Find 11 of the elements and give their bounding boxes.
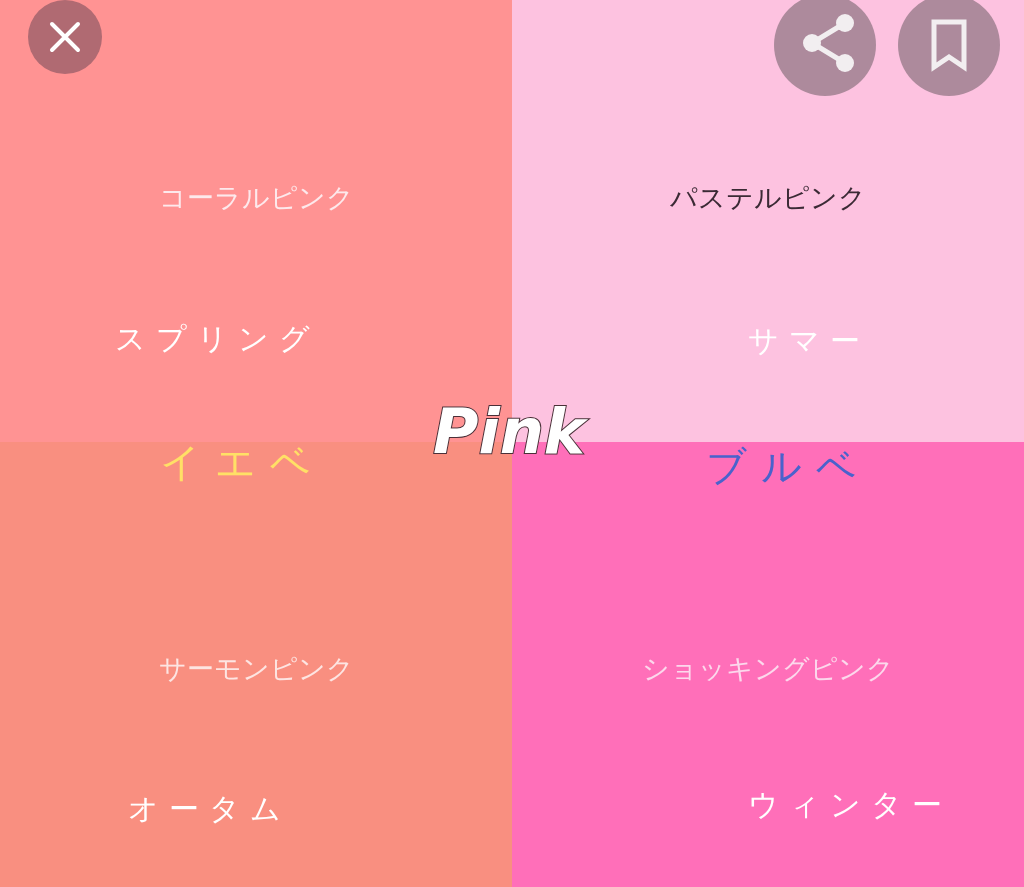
color-name: パステルピンク bbox=[670, 183, 866, 213]
group-label: ブルベ bbox=[706, 444, 871, 488]
group-label: イエベ bbox=[160, 440, 325, 484]
season-name: サマー bbox=[748, 324, 870, 357]
color-name: ショッキングピンク bbox=[642, 654, 894, 684]
color-name: サーモンピンク bbox=[158, 654, 354, 684]
season-name: スプリング bbox=[115, 322, 320, 355]
season-name: オータム bbox=[128, 792, 291, 825]
title-text: Pink bbox=[433, 398, 586, 467]
season-name: ウィンター bbox=[748, 788, 952, 821]
color-name: コーラルピンク bbox=[158, 183, 354, 213]
